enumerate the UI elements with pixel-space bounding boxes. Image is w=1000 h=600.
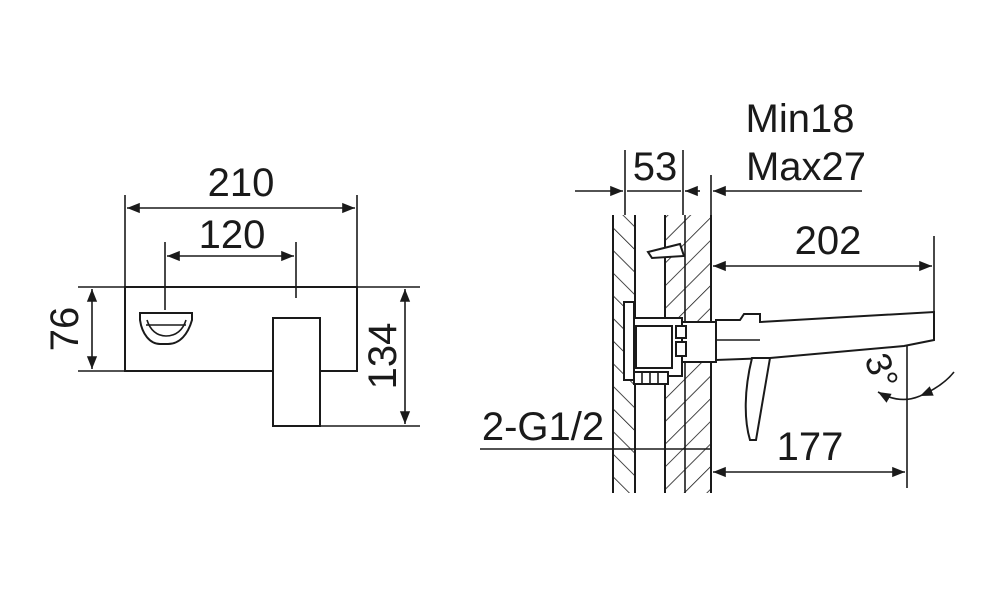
dim-label-76: 76 bbox=[43, 307, 87, 352]
side-lever-handle bbox=[646, 242, 686, 260]
label-connection: 2-G1/2 bbox=[480, 405, 711, 450]
dim-wall-range: Min18 Max27 bbox=[710, 97, 866, 215]
dim-label-120: 120 bbox=[199, 213, 266, 257]
dim-label-134: 134 bbox=[361, 323, 405, 390]
front-view: 210 120 76 134 bbox=[43, 161, 420, 427]
front-spout-outlet bbox=[139, 312, 193, 345]
dim-spout-reach: 202 bbox=[713, 219, 935, 312]
dim-spout-angle: 3° bbox=[857, 348, 955, 403]
side-spout bbox=[715, 310, 935, 441]
dim-overall-width: 210 bbox=[124, 161, 358, 287]
dim-spout-to-lever: 120 bbox=[164, 213, 297, 310]
dim-label-angle: 3° bbox=[857, 348, 907, 394]
label-2-g1-2: 2-G1/2 bbox=[482, 405, 604, 449]
dim-plate-height: 76 bbox=[43, 286, 125, 372]
front-lever-handle bbox=[272, 317, 321, 427]
concealed-valve-body bbox=[623, 301, 717, 385]
front-wall-plate bbox=[124, 286, 358, 372]
dim-label-202: 202 bbox=[795, 219, 862, 263]
label-min18: Min18 bbox=[746, 97, 855, 141]
dim-total-height: 134 bbox=[320, 286, 420, 427]
dim-label-177: 177 bbox=[777, 425, 844, 469]
label-max27: Max27 bbox=[746, 145, 866, 189]
dim-outlet-reach: 177 bbox=[713, 346, 908, 488]
side-view: 53 Min18 Max27 202 177 3° bbox=[480, 97, 955, 493]
dim-label-210: 210 bbox=[208, 161, 275, 205]
dim-wall-depth: 53 bbox=[575, 145, 700, 215]
dim-label-53: 53 bbox=[633, 145, 678, 189]
